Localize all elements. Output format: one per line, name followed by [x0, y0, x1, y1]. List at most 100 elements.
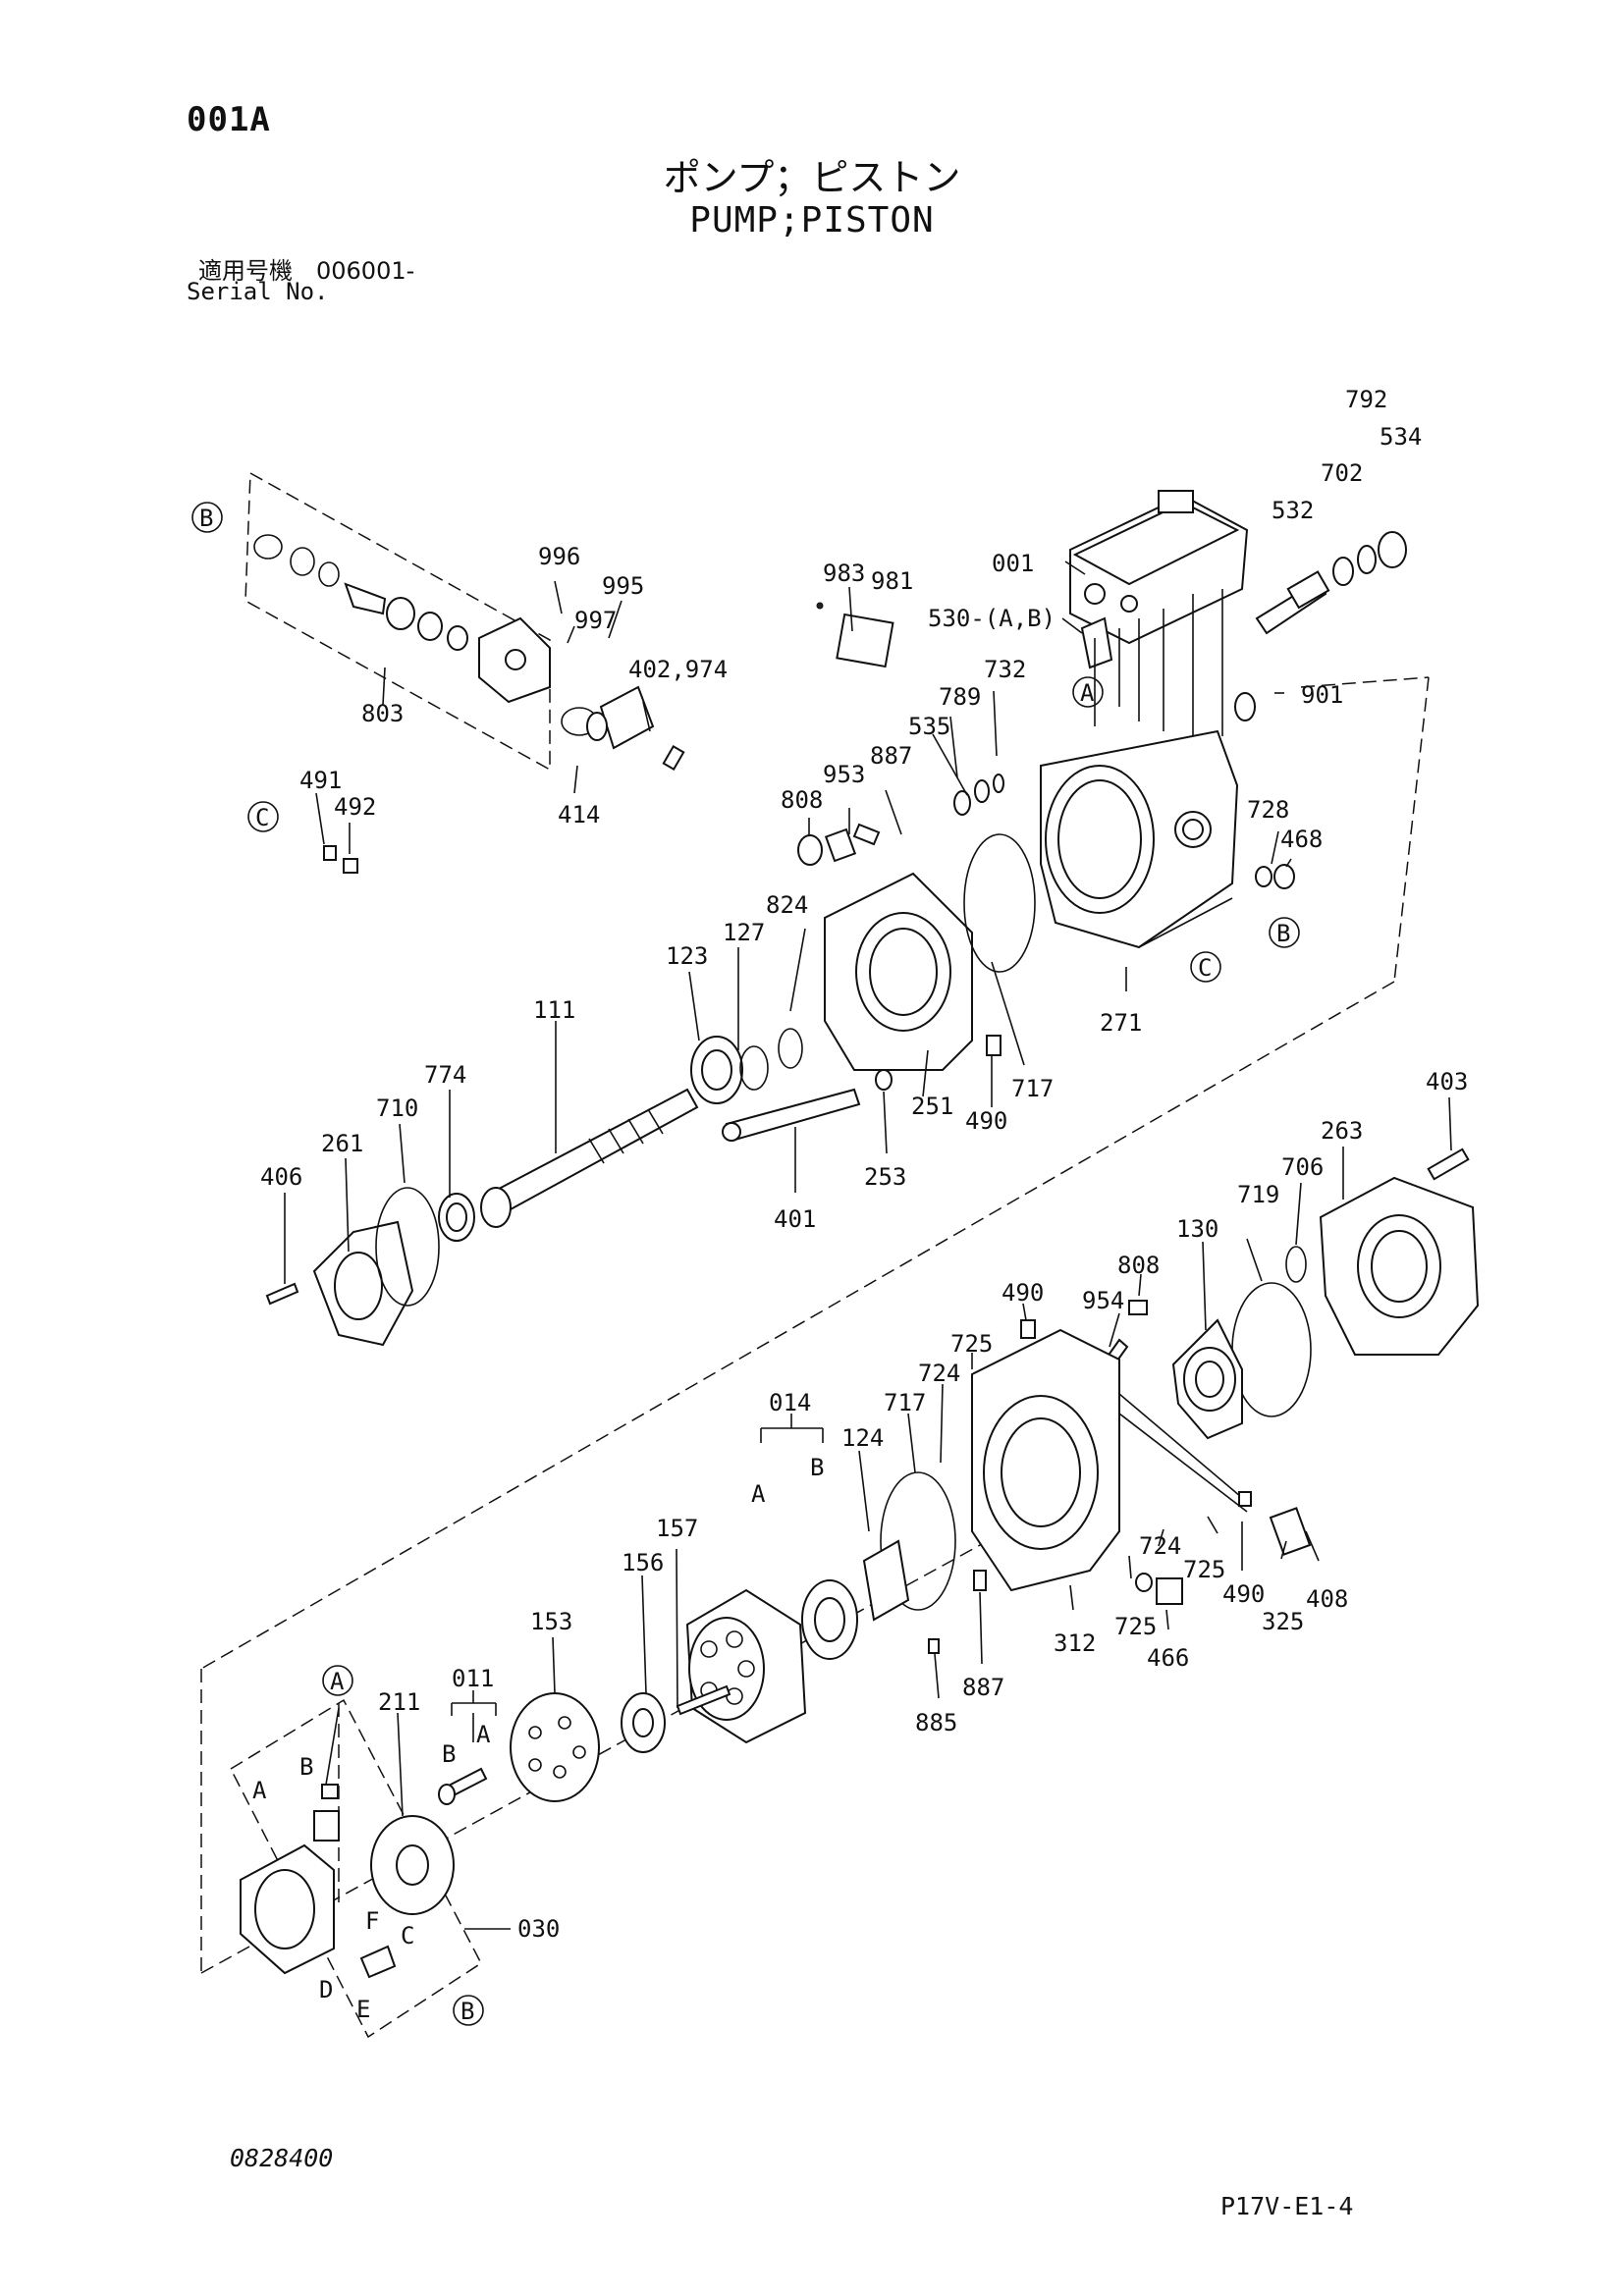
callout-732: 732	[984, 656, 1026, 683]
callout-724: 724	[918, 1360, 960, 1387]
callout-901: 901	[1301, 681, 1343, 709]
page-title-english: PUMP;PISTON	[689, 200, 935, 240]
callout-491: 491	[299, 767, 342, 794]
callout-706: 706	[1281, 1153, 1324, 1181]
sub-label-030-a: A	[252, 1777, 267, 1804]
plate-id: P17V-E1-4	[1220, 2192, 1354, 2220]
callout-717: 717	[884, 1389, 926, 1416]
callout-535: 535	[908, 713, 950, 740]
callout-725: 725	[950, 1330, 993, 1358]
callout-710: 710	[376, 1095, 418, 1122]
callout-251: 251	[911, 1093, 953, 1120]
callout-030: 030	[517, 1915, 560, 1943]
sub-label-011-b: B	[442, 1740, 456, 1768]
callout-997: 997	[574, 607, 617, 634]
svg-text:B: B	[199, 505, 213, 532]
servo-assembly	[253, 534, 685, 874]
sub-label-030-c: C	[401, 1922, 414, 1949]
callout-153: 153	[530, 1608, 572, 1635]
callout-211: 211	[378, 1688, 420, 1716]
callout-111: 111	[533, 996, 575, 1024]
callout-labels: 792 534 702 532 001 983 981 530-(A,B) 78…	[260, 386, 1468, 1943]
callout-789: 789	[939, 683, 981, 711]
callout-717: 717	[1011, 1075, 1054, 1102]
callout-534: 534	[1380, 423, 1422, 451]
pump-casing	[1040, 729, 1239, 949]
svg-text:B: B	[1276, 920, 1290, 947]
ref-marker-a-swash: A	[322, 1665, 353, 1696]
callout-408: 408	[1306, 1585, 1348, 1613]
callout-156: 156	[622, 1549, 664, 1576]
sub-label-030-f: F	[365, 1907, 379, 1935]
callout-124: 124	[841, 1424, 884, 1452]
ref-marker-c-left: C	[247, 801, 279, 832]
callout-127: 127	[723, 919, 765, 946]
callout-468: 468	[1280, 826, 1323, 853]
sub-label-030-d: D	[319, 1976, 333, 2003]
serial-label-english: Serial No.	[187, 278, 329, 305]
callout-261: 261	[321, 1130, 363, 1157]
front-cover	[265, 1187, 475, 1347]
callout-983: 983	[823, 560, 865, 587]
bracket-lines	[451, 1414, 824, 1716]
callout-403: 403	[1426, 1068, 1468, 1095]
callout-995: 995	[602, 572, 644, 600]
port-block	[824, 833, 1036, 1091]
callout-402-974: 402,974	[628, 656, 728, 683]
callout-953: 953	[823, 761, 865, 788]
cylinder-block-assembly	[621, 1539, 910, 1753]
serial-label-japanese: 適用号機 006001-	[198, 257, 415, 285]
callout-130: 130	[1176, 1215, 1218, 1243]
sub-label-011-a: A	[476, 1721, 491, 1748]
callout-792: 792	[1345, 386, 1387, 413]
callout-253: 253	[864, 1163, 906, 1191]
callout-824: 824	[766, 891, 808, 919]
callout-263: 263	[1321, 1117, 1363, 1145]
callout-312: 312	[1054, 1629, 1096, 1657]
svg-text:C: C	[255, 804, 269, 831]
callout-532: 532	[1272, 497, 1314, 524]
callout-702: 702	[1321, 459, 1363, 487]
swash-plate-group	[240, 1784, 397, 1979]
callout-808: 808	[1117, 1252, 1160, 1279]
page-code: 001A	[187, 100, 271, 139]
svg-text:B: B	[460, 1998, 474, 2025]
drive-shaft	[480, 1028, 861, 1228]
svg-text:A: A	[330, 1668, 345, 1695]
casing-fittings	[797, 602, 1295, 889]
callout-725: 725	[1183, 1556, 1225, 1583]
svg-text:C: C	[1198, 954, 1212, 982]
callout-466: 466	[1147, 1644, 1189, 1672]
callout-492: 492	[334, 793, 376, 821]
callout-014: 014	[769, 1389, 811, 1416]
callout-724: 724	[1139, 1532, 1181, 1560]
callout-157: 157	[656, 1515, 698, 1542]
sub-label-030-e: E	[356, 1996, 370, 2023]
callout-728: 728	[1247, 796, 1289, 824]
callout-530: 530-(A,B)	[928, 605, 1056, 632]
callout-001: 001	[992, 550, 1034, 577]
callout-011: 011	[452, 1665, 494, 1692]
callout-887: 887	[870, 742, 912, 770]
page-title-japanese: ポンプ；ピストン	[663, 156, 961, 199]
regulator-assembly	[1069, 490, 1249, 741]
callout-808: 808	[781, 786, 823, 814]
callout-954: 954	[1082, 1287, 1124, 1314]
sub-label-014-b: B	[810, 1454, 824, 1481]
callout-885: 885	[915, 1709, 957, 1736]
callout-774: 774	[424, 1061, 466, 1089]
svg-text:A: A	[1080, 679, 1095, 707]
document-id: 0828400	[230, 2144, 334, 2172]
callout-414: 414	[558, 801, 600, 828]
callout-725: 725	[1114, 1613, 1157, 1640]
ref-marker-b-top: B	[191, 502, 223, 533]
leader-lines	[284, 561, 1452, 1930]
callout-803: 803	[361, 700, 404, 727]
callout-490: 490	[1222, 1580, 1265, 1608]
callout-996: 996	[538, 543, 580, 570]
callout-490: 490	[1001, 1279, 1044, 1307]
callout-406: 406	[260, 1163, 302, 1191]
sub-letter-labels: A B A B A B F C D E	[252, 1454, 824, 2023]
ref-marker-b-bottom: B	[453, 1995, 484, 2026]
